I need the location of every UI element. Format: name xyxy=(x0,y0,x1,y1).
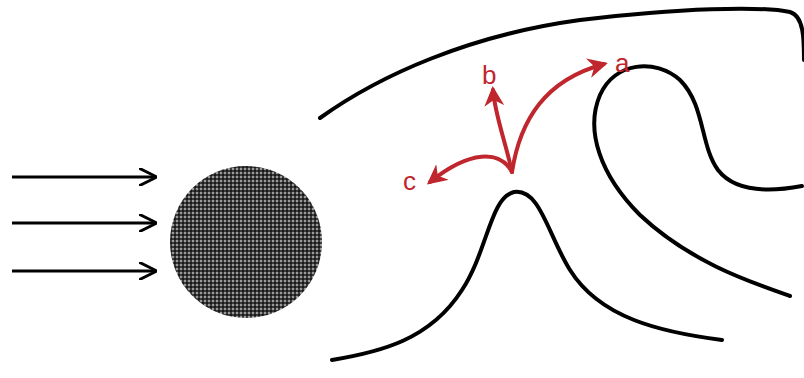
callout-letter: a xyxy=(615,50,629,76)
outline-curves xyxy=(320,9,804,360)
callout-letter: b xyxy=(482,62,496,88)
callout-letter: c xyxy=(403,168,416,194)
incoming-arrows xyxy=(12,177,155,271)
textured-particle xyxy=(170,166,322,318)
red-arrows xyxy=(430,64,604,182)
